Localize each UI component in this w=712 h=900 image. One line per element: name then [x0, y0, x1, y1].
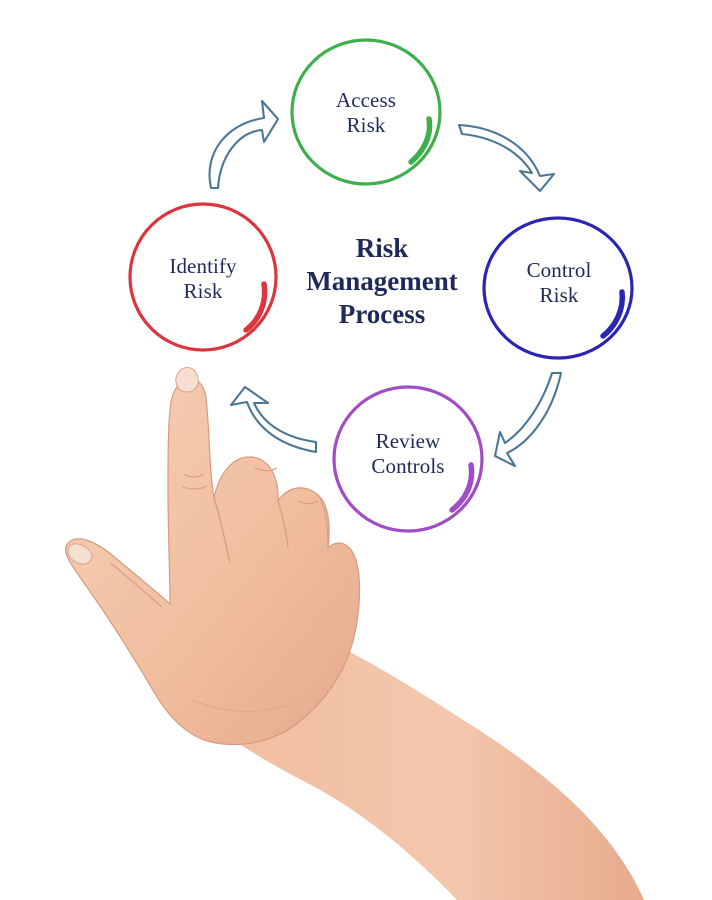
step-circle-control-risk [482, 216, 634, 360]
step-circle-access-risk [290, 38, 442, 186]
diagram-title: Risk Management Process [306, 233, 458, 329]
pointing-hand-image [64, 367, 644, 900]
arrow-access-to-control [457, 123, 556, 193]
arrow-control-to-review [493, 371, 563, 468]
step-label-control-risk: Control Risk [526, 258, 592, 307]
step-label-review-controls: Review Controls [371, 429, 445, 478]
step-label-access-risk: Access Risk [335, 88, 397, 137]
step-circle-review-controls [332, 385, 484, 533]
step-circle-identify-risk [128, 202, 278, 352]
arrow-identify-to-access [208, 99, 280, 190]
arrow-review-to-identify [229, 385, 318, 454]
step-label-identify-risk: Identify Risk [169, 254, 237, 303]
